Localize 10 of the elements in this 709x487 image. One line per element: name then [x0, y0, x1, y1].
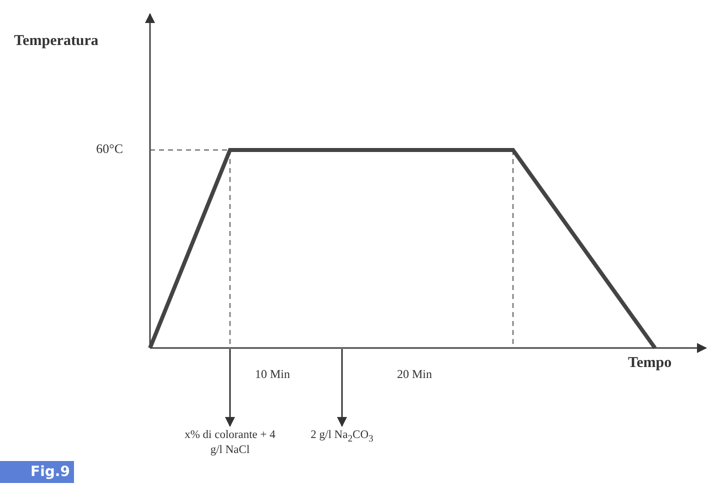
tick-label: 60°C [96, 141, 123, 157]
reagent-note: x% di colorante + 4 g/l NaCl [184, 428, 276, 458]
reagent-note: 2 g/l Na$_{2}$CO$_{3}$ [287, 428, 397, 446]
duration-label: 20 Min [397, 367, 432, 382]
axis-title: Tempo [628, 355, 672, 372]
duration-label: 10 Min [255, 367, 290, 382]
axis-title: Temperatura [14, 33, 98, 50]
arrow [225, 349, 235, 427]
arrow [337, 349, 347, 427]
figure-label: Fig.9 [0, 461, 74, 483]
